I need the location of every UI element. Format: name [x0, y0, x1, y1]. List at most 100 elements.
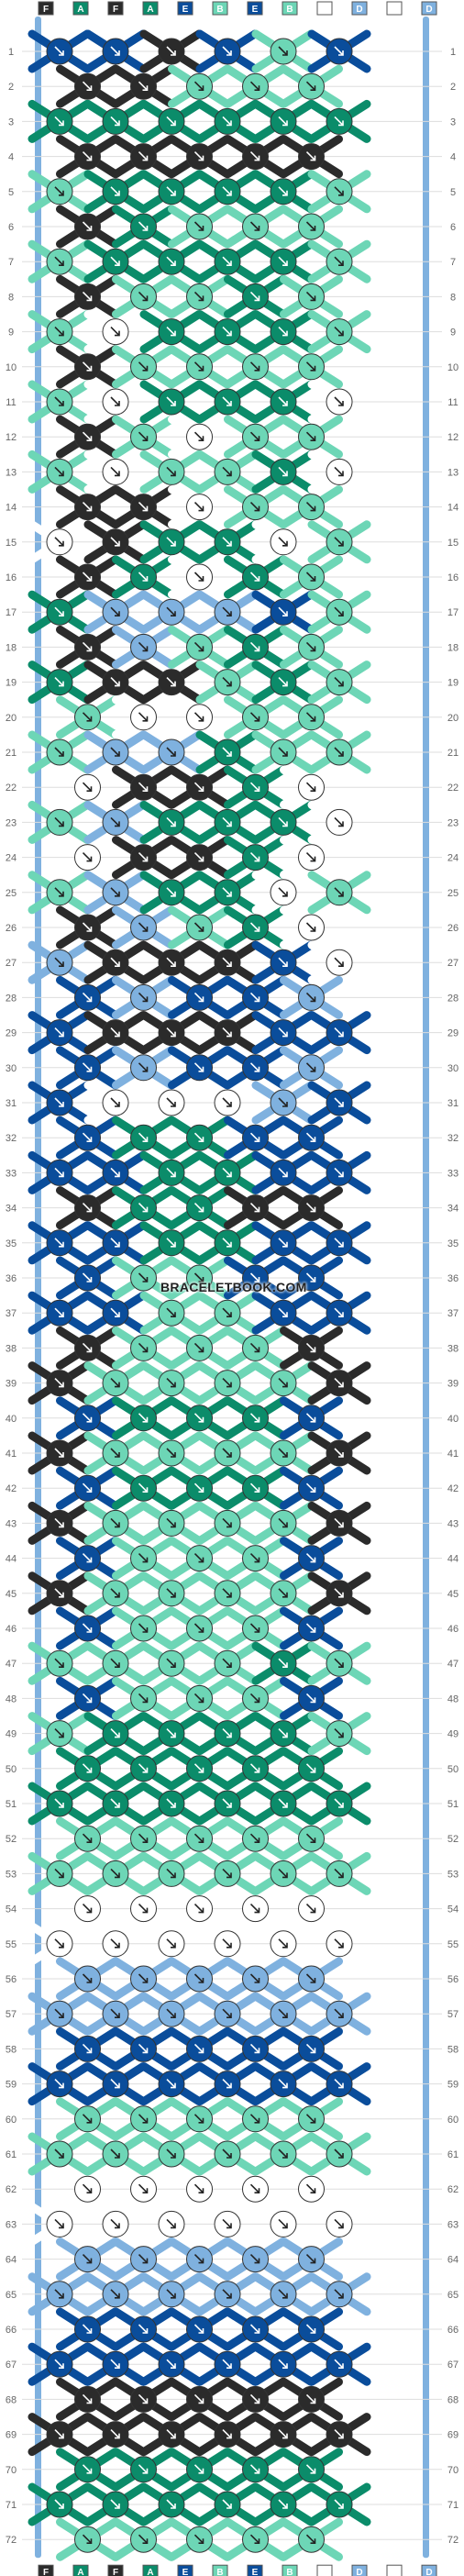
row-number-left: 68 — [6, 2394, 17, 2405]
knot-arrow-icon — [82, 2114, 93, 2124]
knot-arrow-head-icon — [86, 2188, 93, 2193]
knot-arrow-icon — [305, 1132, 316, 1142]
knot-arrow-icon — [305, 2254, 316, 2264]
knot-arrow-head-icon — [198, 2117, 204, 2124]
row-number-right: 56 — [447, 1974, 458, 1985]
knot-arrow-head-icon — [115, 2293, 120, 2299]
knot-arrow-head-icon — [59, 611, 64, 617]
strand-label-top: A — [147, 5, 153, 15]
knot-arrow-icon — [138, 2254, 149, 2264]
knot-arrow-head-icon — [226, 50, 232, 56]
row-number-right: 30 — [447, 1063, 458, 1074]
knot-arrow-icon — [193, 1833, 204, 1843]
knot-arrow-head-icon — [310, 1627, 316, 1633]
knot-arrow-head-icon — [171, 1241, 176, 1248]
knot-arrow-icon — [166, 1238, 176, 1248]
knot-arrow-head-icon — [226, 120, 232, 127]
knot-arrow-icon — [278, 1378, 288, 1388]
row-number-left: 11 — [6, 397, 16, 408]
knot-arrow-icon — [278, 256, 288, 266]
knot-arrow-icon — [166, 1448, 176, 1458]
knot-arrow-icon — [166, 2218, 176, 2228]
knot-arrow-head-icon — [86, 716, 93, 722]
knot-arrow-icon — [305, 2464, 316, 2474]
knot-arrow-head-icon — [282, 540, 288, 547]
row-number-left: 23 — [6, 817, 17, 828]
row-number-right: 70 — [447, 2465, 458, 2476]
knot-arrow-head-icon — [282, 1872, 288, 1879]
row-number-left: 66 — [6, 2325, 17, 2336]
row-number-left: 27 — [6, 958, 17, 969]
strand-label-bottom: C — [391, 2568, 397, 2576]
knot-arrow-head-icon — [115, 330, 120, 337]
row-number-right: 40 — [447, 1414, 458, 1425]
row-number-left: 32 — [6, 1133, 17, 1144]
knot-arrow-head-icon — [59, 2433, 64, 2439]
knot-arrow-icon — [82, 2534, 93, 2544]
knot-arrow-head-icon — [198, 1137, 204, 1142]
row-number-left: 24 — [6, 853, 17, 864]
knot-arrow-icon — [222, 2008, 232, 2018]
knot-arrow-icon — [82, 1833, 93, 1843]
knot-arrow-head-icon — [310, 1487, 316, 1493]
knot-arrow-icon — [249, 1062, 260, 1072]
knot-arrow-icon — [278, 2079, 288, 2089]
knot-arrow-icon — [305, 2114, 316, 2124]
knot-arrow-head-icon — [86, 646, 93, 652]
knot-arrow-icon — [110, 816, 120, 827]
knot-arrow-icon — [222, 186, 232, 196]
knot-arrow-head-icon — [86, 226, 93, 231]
knot-arrow-head-icon — [254, 927, 260, 932]
knot-arrow-icon — [193, 2043, 204, 2053]
row-number-right: 22 — [447, 783, 458, 794]
knot-arrow-icon — [110, 747, 120, 757]
knot-arrow-icon — [222, 1097, 232, 1107]
knot-arrow-icon — [305, 1203, 316, 1213]
knot-arrow-icon — [54, 1728, 64, 1738]
knot-arrow-icon — [249, 712, 260, 722]
knot-arrow-head-icon — [59, 540, 64, 547]
knot-arrow-icon — [110, 256, 120, 266]
knot-arrow-icon — [166, 1658, 176, 1668]
knot-arrow-icon — [110, 677, 120, 687]
knot-arrow-icon — [249, 1973, 260, 1983]
knot-arrow-icon — [138, 1973, 149, 1983]
knot-arrow-head-icon — [142, 1557, 149, 1563]
knot-arrow-head-icon — [198, 365, 204, 372]
knot-arrow-icon — [166, 2429, 176, 2439]
knot-arrow-head-icon — [254, 576, 260, 582]
knot-arrow-icon — [334, 46, 344, 56]
knot-arrow-head-icon — [142, 1206, 149, 1213]
knot-arrow-icon — [193, 1203, 204, 1213]
knot-arrow-head-icon — [310, 2117, 316, 2124]
knot-arrow-icon — [138, 1342, 149, 1352]
knot-arrow-head-icon — [338, 330, 344, 337]
knot-arrow-icon — [222, 2079, 232, 2089]
knot-arrow-head-icon — [254, 155, 260, 161]
knot-arrow-head-icon — [226, 1732, 232, 1738]
row-number-left: 22 — [6, 783, 17, 794]
knot-arrow-icon — [334, 466, 344, 476]
row-number-right: 21 — [447, 748, 458, 759]
knot-arrow-icon — [54, 2359, 64, 2369]
knot-arrow-head-icon — [282, 611, 288, 617]
knot-arrow-icon — [193, 572, 204, 582]
knot-arrow-head-icon — [282, 1942, 288, 1949]
knot-arrow-icon — [110, 1728, 120, 1738]
knot-arrow-head-icon — [86, 576, 93, 582]
knot-arrow-head-icon — [226, 1803, 232, 1808]
knot-arrow-icon — [82, 1553, 93, 1563]
knot-arrow-icon — [138, 572, 149, 582]
knot-arrow-head-icon — [59, 471, 64, 477]
row-number-left: 10 — [6, 362, 17, 373]
knot-arrow-icon — [166, 46, 176, 56]
row-number-left: 6 — [8, 222, 14, 233]
strand-swatch-bottom — [38, 2564, 54, 2576]
knot-arrow-icon — [138, 1904, 149, 1914]
strand-label-top: E — [252, 5, 259, 15]
knot-arrow-head-icon — [310, 1557, 316, 1563]
knot-arrow-icon — [54, 1517, 64, 1527]
knot-arrow-icon — [249, 2043, 260, 2053]
knot-arrow-icon — [193, 151, 204, 161]
knot-arrow-head-icon — [254, 1838, 260, 1843]
